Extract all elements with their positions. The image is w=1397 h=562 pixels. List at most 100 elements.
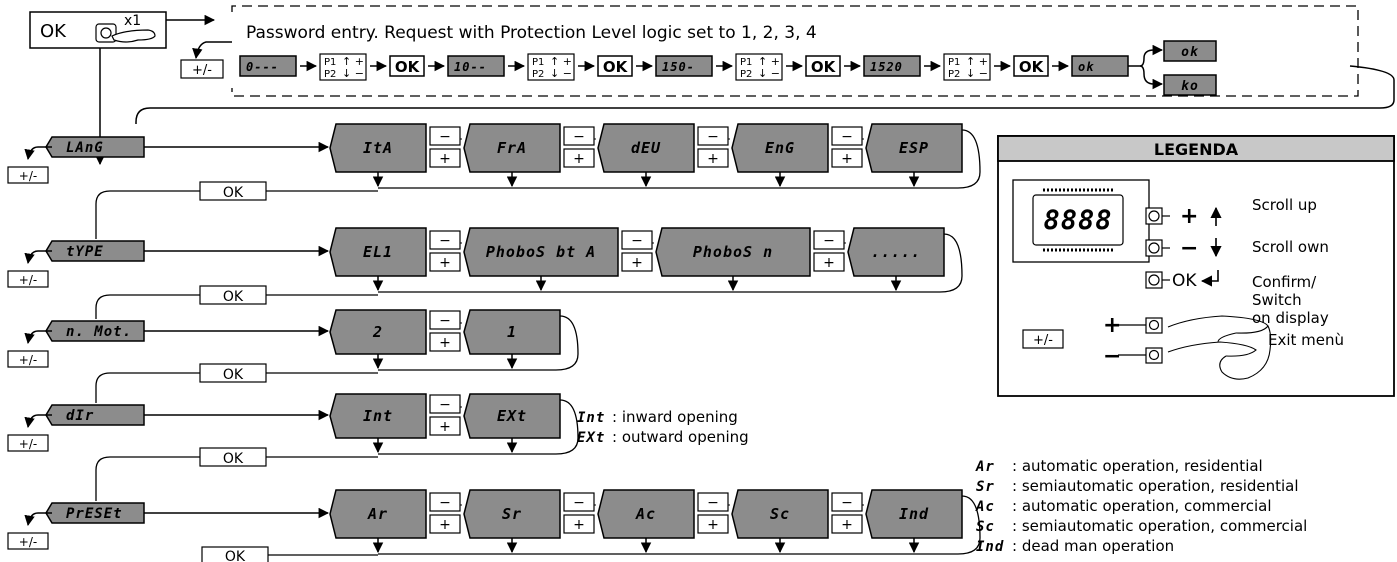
menu-plusminus-label: +/- bbox=[19, 535, 37, 549]
menu-plus-button[interactable] bbox=[429, 148, 461, 168]
down-minus-label: ↓ − bbox=[342, 67, 364, 80]
menu-plusminus-label: +/- bbox=[19, 169, 37, 183]
menu-option-display[interactable] bbox=[329, 393, 427, 439]
menu-plus-button[interactable] bbox=[563, 148, 595, 168]
menu-option-display[interactable] bbox=[463, 489, 561, 539]
menu-minus-button[interactable] bbox=[813, 230, 845, 250]
menu-minus-button[interactable] bbox=[621, 230, 653, 250]
menu-name-display[interactable] bbox=[45, 502, 145, 524]
menu-plus-button[interactable] bbox=[697, 148, 729, 168]
menu-option-0-4: ESP bbox=[899, 139, 929, 157]
menu-name-display[interactable] bbox=[45, 240, 145, 262]
menu-plus-button[interactable] bbox=[429, 252, 461, 272]
menu-minus-button-label: − bbox=[823, 233, 835, 249]
menu-plus-button[interactable] bbox=[429, 332, 461, 352]
menu-minus-button[interactable] bbox=[831, 126, 863, 146]
menu-minus-button[interactable] bbox=[429, 126, 461, 146]
preset-note-text-2: : automatic operation, commercial bbox=[1012, 497, 1272, 515]
menu-minus-button-label: − bbox=[439, 313, 451, 329]
menu-minus-button-label: − bbox=[439, 233, 451, 249]
menu-plus-button-label: + bbox=[707, 517, 719, 533]
menu-plus-button[interactable] bbox=[563, 514, 595, 534]
menu-option-display[interactable] bbox=[329, 227, 427, 277]
menu-minus-button[interactable] bbox=[697, 492, 729, 512]
menu-option-0-1: FrA bbox=[497, 139, 527, 157]
menu-option-display[interactable] bbox=[731, 123, 829, 173]
menu-option-display[interactable] bbox=[463, 123, 561, 173]
menu-plus-button[interactable] bbox=[831, 514, 863, 534]
menu-minus-button[interactable] bbox=[429, 394, 461, 414]
menu-option-2-0: 2 bbox=[372, 323, 383, 341]
menu-row-2: n. Mot.+/-2−+1OK bbox=[7, 309, 579, 403]
menu-option-display[interactable] bbox=[655, 227, 811, 277]
up-plus-label: ↑ + bbox=[966, 55, 988, 68]
menu-minus-button[interactable] bbox=[429, 230, 461, 250]
menu-plus-button[interactable] bbox=[429, 514, 461, 534]
menu-minus-button-label: − bbox=[841, 495, 853, 511]
p1-label: P1 bbox=[324, 57, 336, 68]
menu-option-display[interactable] bbox=[329, 489, 427, 539]
menu-minus-button-label: − bbox=[439, 495, 451, 511]
p1-label: P1 bbox=[948, 57, 960, 68]
menu-minus-button[interactable] bbox=[563, 492, 595, 512]
menu-plusminus-button[interactable] bbox=[7, 350, 49, 368]
menu-minus-button-label: − bbox=[707, 129, 719, 145]
menu-option-display[interactable] bbox=[865, 489, 963, 539]
menu-name-display[interactable] bbox=[45, 136, 145, 158]
menu-minus-button[interactable] bbox=[697, 126, 729, 146]
password-result-display-text: ok bbox=[1078, 60, 1094, 74]
menu-plus-button[interactable] bbox=[831, 148, 863, 168]
menu-option-4-2: Ac bbox=[635, 505, 656, 523]
menu-option-display[interactable] bbox=[597, 489, 695, 539]
preset-note-text-0: : automatic operation, residential bbox=[1012, 457, 1263, 475]
menu-minus-button[interactable] bbox=[429, 492, 461, 512]
down-minus-label: ↓ − bbox=[550, 67, 572, 80]
menu-plusminus-button[interactable] bbox=[7, 166, 49, 184]
legend-display-digits: 8888 bbox=[1043, 205, 1112, 236]
menu-option-display[interactable] bbox=[597, 123, 695, 173]
menu-plus-button[interactable] bbox=[429, 416, 461, 436]
p1-p2-buttons bbox=[527, 53, 575, 81]
menu-minus-button[interactable] bbox=[563, 126, 595, 146]
preset-note-code-2: Ac bbox=[975, 499, 995, 515]
menu-minus-button-label: − bbox=[439, 397, 451, 413]
menu-option-0-0: ItA bbox=[363, 139, 393, 157]
menu-ok-label: OK bbox=[223, 289, 244, 305]
legend-display bbox=[1032, 194, 1124, 246]
menu-plus-button[interactable] bbox=[813, 252, 845, 272]
menu-plus-button[interactable] bbox=[621, 252, 653, 272]
preset-note-text-1: : semiautomatic operation, residential bbox=[1012, 477, 1299, 495]
legend-plus-symbol: + bbox=[1180, 204, 1198, 229]
password-ok-button[interactable] bbox=[1013, 55, 1049, 77]
menu-plusminus-button[interactable] bbox=[7, 434, 49, 452]
password-ok-button[interactable] bbox=[805, 55, 841, 77]
menu-plus-button[interactable] bbox=[697, 514, 729, 534]
menu-option-display[interactable] bbox=[463, 309, 561, 355]
header-plusminus-button[interactable] bbox=[180, 59, 224, 79]
menu-option-display[interactable] bbox=[731, 489, 829, 539]
header-ok-label: OK bbox=[40, 21, 67, 42]
legend-plusminus-button[interactable] bbox=[1022, 329, 1064, 349]
preset-notes: Ar: automatic operation, residentialSr: … bbox=[975, 457, 1307, 555]
menu-plusminus-button[interactable] bbox=[7, 532, 49, 550]
menu-minus-button-label: − bbox=[439, 129, 451, 145]
legend-ok-symbol: OK bbox=[1172, 271, 1197, 291]
menu-name-display[interactable] bbox=[45, 404, 145, 426]
menu-name-display[interactable] bbox=[45, 320, 145, 342]
password-ok-button[interactable] bbox=[597, 55, 633, 77]
menu-minus-button[interactable] bbox=[831, 492, 863, 512]
menu-option-display[interactable] bbox=[463, 227, 619, 277]
password-ok-label: OK bbox=[603, 58, 629, 76]
menu-option-display[interactable] bbox=[865, 123, 963, 173]
menu-option-display[interactable] bbox=[329, 123, 427, 173]
menu-minus-button[interactable] bbox=[429, 310, 461, 330]
up-plus-label: ↑ + bbox=[758, 55, 780, 68]
menu-option-display[interactable] bbox=[329, 309, 427, 355]
menu-option-display[interactable] bbox=[847, 227, 945, 277]
menu-option-display[interactable] bbox=[463, 393, 561, 439]
menu-option-4-1: Sr bbox=[502, 505, 522, 523]
password-ok-button[interactable] bbox=[389, 55, 425, 77]
menu-plusminus-button[interactable] bbox=[7, 270, 49, 288]
